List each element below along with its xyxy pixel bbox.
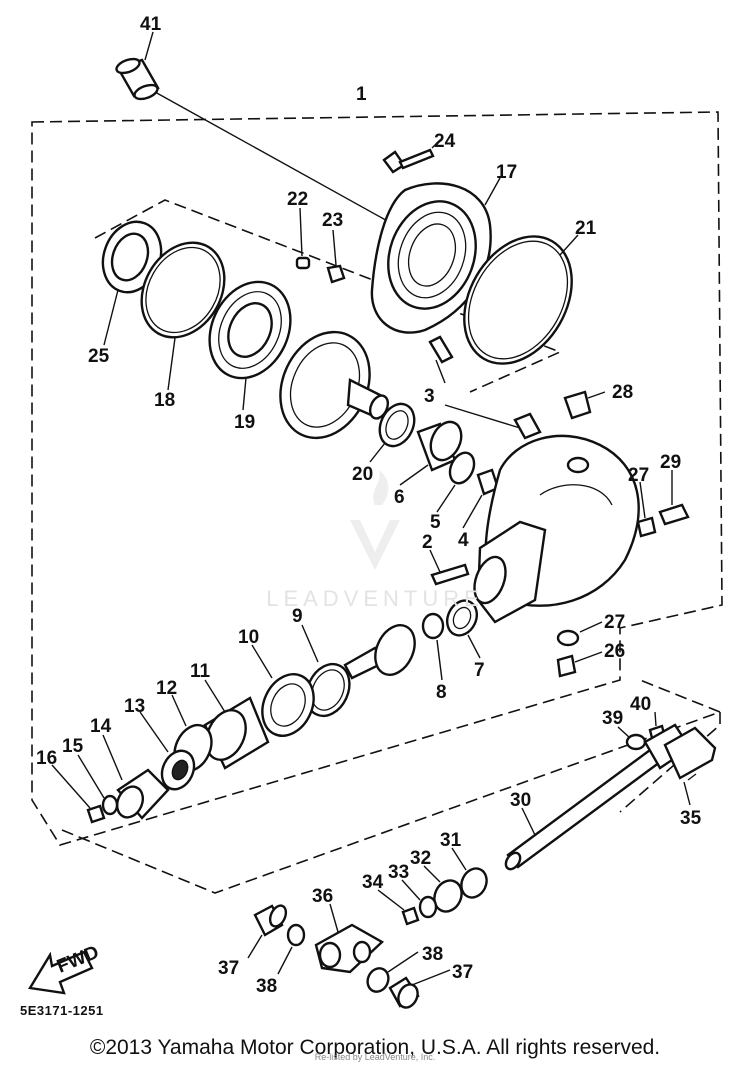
part-20-shim [378,402,416,448]
part-38-circlip-left [286,923,306,947]
part-31-oil-seal [460,867,488,899]
watermark-text: LEADVENTURE [266,586,484,611]
callout-31: 31 [440,830,462,851]
part-7-bearing [446,599,478,637]
callout-14: 14 [90,716,112,737]
callout-18: 18 [154,390,175,411]
part-27-washer-lower [556,629,580,647]
part-3-stud-end [513,412,542,440]
part-2-stud [430,563,470,586]
callout-26: 26 [604,641,625,662]
part-19-bearing [208,280,292,380]
fwd-arrow-icon: FWD [28,942,102,995]
part-22-washer [295,256,311,270]
callout-7: 7 [474,660,485,681]
part-26-drain-bolt [556,654,577,678]
callout-20: 20 [352,464,373,485]
republish-note: Re-listed by LeadVenture, Inc. [314,1052,436,1062]
part-3-stud [428,335,454,364]
seal-group-box [94,199,563,393]
part-24-bolt [382,148,435,174]
part-41-collar [115,57,160,101]
callout-15: 15 [62,736,84,757]
callout-25: 25 [88,346,110,367]
part-34-nut [401,906,420,926]
callout-11: 11 [190,661,211,682]
part-15-washer [101,794,119,816]
leader-41-num [144,31,154,61]
lower-group-box [61,679,723,894]
pinion-gear [343,624,416,680]
callout-35: 35 [680,808,702,829]
callout-36: 36 [312,886,333,907]
callout-38: 38 [256,976,277,997]
part-25-oil-seal [101,220,163,294]
part-32-washer [433,879,463,913]
callout-2: 2 [422,532,433,553]
callout-16: 16 [36,748,57,769]
drawing-number: 5E3171-1251 [20,1003,104,1018]
callout-19: 19 [234,412,255,433]
callout-4: 4 [458,530,469,551]
part-37-bearing-left [253,904,288,937]
callout-3: 3 [424,386,435,407]
watermark-logo [350,470,400,570]
part-18-o-ring [140,241,226,339]
callout-39: 39 [602,708,623,729]
copyright-notice: ©2013 Yamaha Motor Corporation, U.S.A. A… [89,1036,661,1059]
leader-41 [154,91,401,229]
callout-27: 27 [628,465,649,486]
callout-34: 34 [362,872,384,893]
part-33-circlip [418,895,438,919]
callout-29: 29 [660,452,681,473]
callout-37: 37 [218,958,239,979]
callout-30: 30 [510,790,531,811]
callout-8: 8 [436,682,447,703]
part-11-bearing-housing [203,696,270,770]
part-27-washer-upper [636,516,657,538]
callout-28: 28 [612,382,633,403]
callout-1: 1 [356,84,367,105]
callout-37: 37 [452,962,473,983]
part-5-spacer [448,451,476,485]
callouts: 41 1 24 17 22 23 21 25 18 19 3 28 20 6 5… [36,14,702,997]
callout-13: 13 [124,696,145,717]
callout-5: 5 [430,512,441,533]
callout-9: 9 [292,606,303,627]
callout-6: 6 [394,487,405,508]
callout-32: 32 [410,848,431,869]
callout-21: 21 [575,218,597,239]
callout-23: 23 [322,210,343,231]
part-17-bearing-housing [370,182,492,334]
part-6-bearing [416,420,463,472]
callout-12: 12 [156,678,177,699]
callout-27: 27 [604,612,625,633]
callout-33: 33 [388,862,409,883]
part-36-universal-joint [314,923,385,974]
final-gear-case [473,434,640,624]
callout-41: 41 [140,14,162,35]
part-13-oil-seal [160,749,196,791]
callout-17: 17 [496,162,517,183]
callout-24: 24 [434,131,456,152]
part-21-o-ring [463,235,573,365]
part-10-bearing [261,673,315,737]
exploded-parts-diagram: FWD 41 1 24 17 22 23 21 25 18 19 3 28 20… [28,14,723,1009]
callout-38: 38 [422,944,443,965]
shaft-group-box [619,712,721,813]
part-29-bolt [658,503,690,526]
part-28-plug [563,390,592,420]
part-16-nut [86,804,106,824]
callout-10: 10 [238,627,259,648]
part-23-nut [326,264,346,284]
part-38-circlip-right [366,967,390,993]
part-35-spring [663,726,717,781]
callout-40: 40 [630,694,651,715]
callout-22: 22 [287,189,308,210]
assembly-boundary [31,111,723,846]
part-8-collar [421,612,445,640]
